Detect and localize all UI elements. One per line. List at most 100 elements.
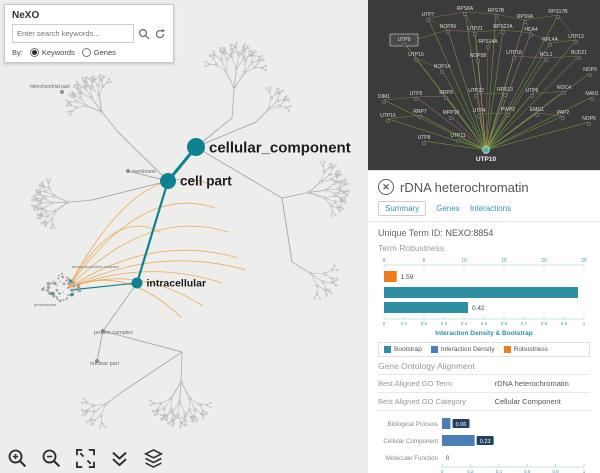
network-node-utp6[interactable]: UTP6 — [526, 88, 539, 99]
tab-summary[interactable]: Summary — [378, 201, 427, 216]
search-input[interactable] — [12, 24, 134, 43]
network-node-rps8a[interactable]: RPS8A — [457, 6, 474, 17]
network-node-utp21[interactable]: UTP21 — [467, 26, 483, 37]
zoom-in-button[interactable] — [7, 448, 28, 469]
network-node-hca4[interactable]: HCA4 — [524, 27, 538, 38]
interaction-network-panel[interactable]: UTP7 RPS8A RPS7B RPS9A RPS17B NOP56 UTP21 RPS22… — [368, 0, 600, 170]
interaction-network-canvas[interactable]: UTP7 RPS8A RPS7B RPS9A RPS17B NOP56 UTP21 RPS22… — [368, 0, 600, 170]
network-node-utp9[interactable]: UTP9 — [389, 33, 419, 48]
svg-text:0.06: 0.06 — [456, 422, 467, 428]
svg-text:intracellular: intracellular — [147, 278, 207, 290]
network-node-utp4[interactable]: UTP4 — [473, 108, 486, 119]
svg-text:0.2: 0.2 — [421, 321, 428, 326]
radio-keywords-label: Keywords — [41, 48, 75, 57]
svg-text:preribosome: preribosome — [34, 302, 57, 307]
network-node-bud21[interactable]: BUD21 — [571, 50, 587, 61]
network-node-pap2[interactable]: PAP2 — [557, 110, 570, 121]
ontology-tree-panel[interactable]: mitochondrial part membrane protein comple… — [0, 0, 368, 473]
tree-node-cellular-component[interactable]: cellular_component — [187, 138, 351, 156]
network-node-rps13[interactable]: RPS13 — [497, 87, 513, 98]
network-node-rps17b[interactable]: RPS17B — [548, 9, 568, 20]
svg-text:NOP58: NOP58 — [470, 53, 487, 59]
svg-text:0.8: 0.8 — [552, 469, 559, 473]
radio-keywords[interactable]: Keywords — [29, 48, 75, 57]
network-node-nop6[interactable]: NOP6 — [582, 116, 596, 127]
fit-to-screen-button[interactable] — [75, 448, 96, 469]
network-node-mpp10[interactable]: MPP10 — [443, 110, 460, 121]
interaction-density-bar — [384, 302, 468, 313]
collapse-all-button[interactable] — [109, 448, 130, 469]
svg-text:0.6: 0.6 — [501, 321, 508, 326]
tree-node-mitochondrial-part[interactable]: mitochondrial part — [30, 84, 70, 94]
network-node-rpl4a[interactable]: RPL4A — [542, 37, 559, 48]
unique-term-id: Unique Term ID: NEXO:8854 — [368, 222, 600, 239]
network-node-rrp7[interactable]: RRP7 — [413, 109, 427, 120]
network-node-rps7b[interactable]: RPS7B — [488, 8, 505, 19]
tree-node-membrane[interactable]: membrane — [126, 169, 156, 175]
svg-text:mitochondrial part: mitochondrial part — [30, 84, 70, 90]
tree-node-protein-complex[interactable]: protein complex — [94, 329, 133, 336]
network-node-utp13[interactable]: UTP13 — [568, 34, 584, 45]
unique-term-id-label: Unique Term ID: — [378, 228, 443, 238]
layers-button[interactable] — [143, 448, 164, 469]
tree-node-preribosome[interactable]: preribosome — [34, 302, 57, 307]
svg-text:cellular_component: cellular_component — [209, 139, 351, 156]
svg-text:0.23: 0.23 — [480, 439, 491, 445]
search-icon[interactable] — [138, 28, 150, 40]
svg-text:NOP6: NOP6 — [582, 116, 596, 122]
svg-text:0.4: 0.4 — [496, 469, 503, 473]
network-node-rps22a[interactable]: RPS22A — [493, 24, 513, 35]
network-node-rcl1[interactable]: RCL1 — [540, 52, 553, 63]
network-node-emg1[interactable]: EMG1 — [530, 107, 544, 118]
ontology-tree-canvas[interactable]: mitochondrial part membrane protein comple… — [0, 0, 368, 473]
svg-text:RPS22A: RPS22A — [493, 24, 513, 30]
network-node-nop58[interactable]: NOP58 — [470, 53, 487, 64]
svg-text:RCL1: RCL1 — [540, 52, 553, 58]
radio-genes-label: Genes — [93, 48, 116, 57]
tree-node-cell-part[interactable]: cell part — [160, 173, 232, 189]
zoom-out-button[interactable] — [41, 448, 62, 469]
tree-node-ribonucleoprotein-complex[interactable]: ribonucleoprotein complex — [72, 264, 119, 269]
tab-interactions[interactable]: Interactions — [469, 204, 512, 213]
svg-text:Interaction Density & Bootstra: Interaction Density & Bootstrap — [435, 330, 533, 337]
network-node-nop56[interactable]: NOP56 — [440, 24, 457, 35]
network-node-noc4[interactable]: NOC4 — [557, 85, 571, 96]
tree-node-nuclear-part[interactable]: nuclear part — [90, 359, 120, 367]
radio-genes[interactable]: Genes — [81, 48, 116, 57]
tab-genes[interactable]: Genes — [436, 204, 460, 213]
svg-text:UTP11: UTP11 — [450, 133, 465, 139]
network-node-utp8[interactable]: UTP8 — [418, 135, 431, 146]
reset-search-icon[interactable] — [154, 28, 166, 40]
network-node-utp18[interactable]: UTP18 — [506, 50, 522, 61]
network-node-nan1[interactable]: NAN1 — [585, 91, 599, 102]
network-node-dim1[interactable]: DIM1 — [378, 94, 390, 105]
network-node-nop9[interactable]: NOP9 — [583, 67, 597, 78]
network-node-utp10[interactable]: UTP10 — [476, 146, 497, 163]
tree-node-intracellular[interactable]: intracellular — [131, 277, 207, 290]
svg-text:Molecular Function: Molecular Function — [386, 455, 439, 462]
svg-text:UTP4: UTP4 — [473, 108, 486, 114]
network-node-utp16[interactable]: UTP16 — [380, 113, 396, 124]
svg-text:0.42: 0.42 — [472, 305, 485, 312]
close-icon[interactable]: ✕ — [378, 179, 394, 195]
term-cluster[interactable] — [41, 272, 82, 303]
network-node-pwp2[interactable]: PWP2 — [501, 107, 515, 118]
network-node-rps9a[interactable]: RPS9A — [517, 14, 534, 25]
svg-text:RPS14A: RPS14A — [478, 39, 498, 45]
svg-text:0.8: 0.8 — [541, 321, 548, 326]
details-header: ✕ rDNA heterochromatin — [368, 171, 600, 198]
network-node-utp11[interactable]: UTP11 — [450, 133, 466, 144]
svg-text:UTP13: UTP13 — [568, 34, 584, 40]
network-node-rrp9[interactable]: RRP9 — [439, 90, 453, 101]
network-node-utp7[interactable]: UTP7 — [422, 12, 435, 23]
network-node-rps14a[interactable]: RPS14A — [478, 39, 498, 50]
svg-text:NOP9: NOP9 — [583, 67, 597, 73]
details-tabs: Summary Genes Interactions — [368, 198, 600, 222]
svg-text:0.7: 0.7 — [521, 321, 528, 326]
network-node-utp5[interactable]: UTP5 — [410, 91, 423, 102]
network-node-utp15[interactable]: UTP15 — [408, 52, 424, 63]
network-node-nop14[interactable]: NOP14 — [434, 64, 451, 75]
svg-text:NAN1: NAN1 — [585, 91, 599, 97]
network-node-utp22[interactable]: UTP22 — [468, 88, 484, 99]
